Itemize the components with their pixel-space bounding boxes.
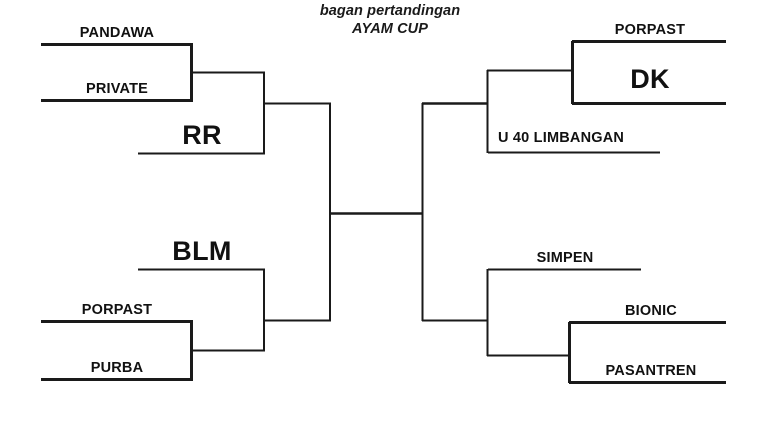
slot-porpast-left[interactable]: PORPAST [81, 302, 153, 318]
slot-simpen[interactable]: SIMPEN [536, 250, 594, 266]
slot-pandawa[interactable]: PANDAWA [79, 25, 155, 41]
slot-rr[interactable]: RR [182, 120, 222, 150]
slot-pasantren[interactable]: PASANTREN [605, 363, 697, 379]
slot-bionic[interactable]: BIONIC [625, 303, 677, 319]
chart-title: bagan pertandingan AYAM CUP [272, 2, 508, 38]
title-line-2: AYAM CUP [352, 21, 428, 37]
slot-u40-limbangan[interactable]: U 40 LIMBANGAN [498, 130, 625, 146]
title-line-1: bagan pertandingan [319, 3, 461, 19]
slot-private[interactable]: PRIVATE [85, 81, 149, 97]
slot-purba[interactable]: PURBA [90, 360, 144, 376]
slot-porpast-right[interactable]: PORPAST [614, 22, 686, 38]
slot-blm[interactable]: BLM [172, 236, 232, 266]
slot-dk[interactable]: DK [630, 64, 670, 94]
